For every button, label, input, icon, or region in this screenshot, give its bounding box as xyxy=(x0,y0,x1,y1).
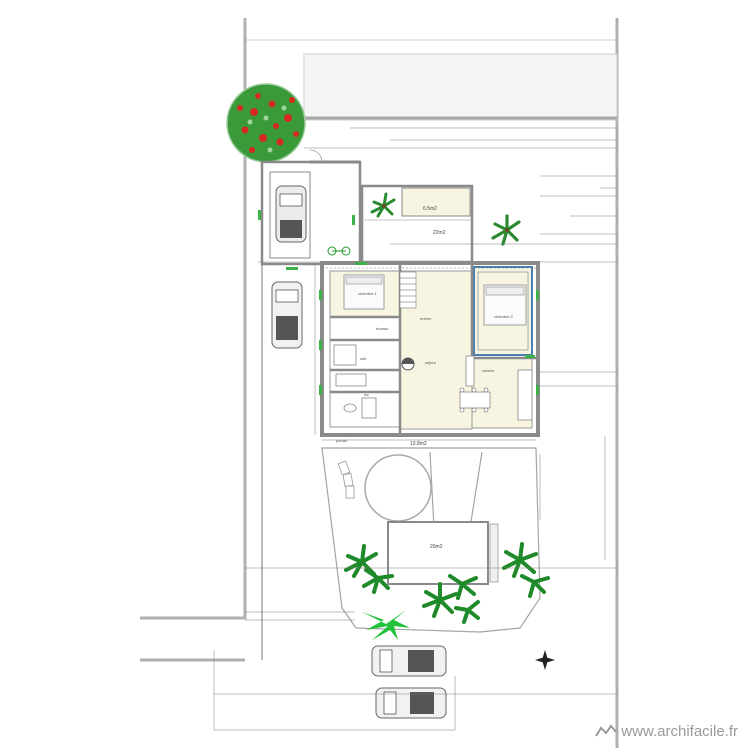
car-driveway xyxy=(271,281,303,349)
top-street-strip xyxy=(245,39,618,121)
kitchen-furniture xyxy=(459,355,533,421)
spiral-stair xyxy=(401,357,415,371)
bed-bedroom-2 xyxy=(483,284,527,326)
car-bottom-2 xyxy=(375,687,447,719)
bedroom-2-label: chambre 2 xyxy=(494,314,514,319)
staircase xyxy=(399,271,417,309)
garden-top-area: 6.5m2 xyxy=(423,206,437,212)
round-patio xyxy=(364,454,432,522)
garden-mid-area: 22m2 xyxy=(433,230,446,236)
front-yard xyxy=(321,447,541,633)
bed-bedroom-1 xyxy=(343,274,385,310)
watermark-text: www.archifacile.fr xyxy=(621,723,738,740)
garden-annex xyxy=(360,184,474,264)
watermark: www.archifacile.fr xyxy=(595,723,738,740)
plant-annex xyxy=(370,192,396,218)
dimension-lines xyxy=(213,127,617,731)
north-compass-icon xyxy=(535,650,555,670)
wc-label: wc xyxy=(364,392,369,397)
window-marks xyxy=(258,210,539,395)
interior-walls xyxy=(330,265,536,433)
bathroom-fixtures xyxy=(333,344,377,419)
house-total-area: 13.8m2 xyxy=(410,441,427,447)
car-bottom-1 xyxy=(371,645,447,677)
bicycle-icon xyxy=(327,246,351,256)
living-label: séjour xyxy=(425,360,437,365)
patio-steps xyxy=(337,460,355,499)
tree-red-berries xyxy=(226,83,306,163)
bath-label: sdb xyxy=(360,356,367,361)
archifacile-logo-icon xyxy=(595,724,618,737)
note-bottom-left: portail xyxy=(336,438,347,443)
entry-label: entrée xyxy=(420,316,432,321)
terrace xyxy=(387,521,499,585)
palm-plant xyxy=(362,610,410,640)
garage xyxy=(260,149,362,266)
terrace-area: 20m2 xyxy=(430,544,443,550)
car-garage xyxy=(275,185,307,243)
plant-right-annex xyxy=(491,214,521,246)
kitchen-label: cuisine xyxy=(482,368,495,373)
bedroom-1-label: chambre 1 xyxy=(358,291,378,296)
office-label: bureau xyxy=(376,326,388,331)
